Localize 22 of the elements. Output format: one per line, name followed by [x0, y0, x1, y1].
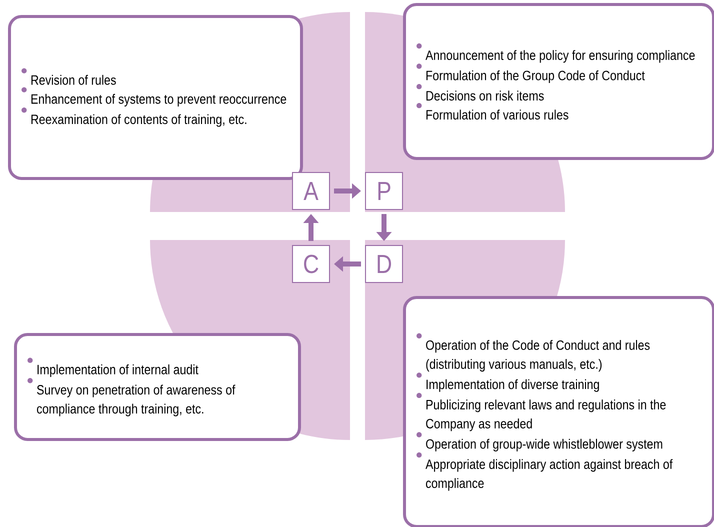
bullet-item: Reexamination of contents of training, etc.	[22, 108, 246, 127]
bullet-item: Operation of the Code of Conduct and rules (distributing various manuals, etc.)	[416, 333, 650, 372]
bullet-list-box	[403, 296, 714, 527]
bullet-list-box	[8, 14, 303, 180]
bullet-item: Appropriate disciplinary action against breach of compliance	[416, 452, 673, 491]
bullet-item: Publicizing relevant laws and regulations in the Company as needed	[416, 392, 666, 432]
bullet-item: Enhancement of systems to prevent reoccurrence	[22, 87, 286, 106]
bullet-item: Decisions on risk items	[416, 84, 544, 101]
letter-box: A	[292, 172, 330, 210]
bullet-item: Implementation of internal audit	[28, 358, 198, 377]
bullet-item: Formulation of the Group Code of Conduct	[416, 64, 645, 83]
bullet-list-box	[403, 3, 714, 160]
bullet-item: Operation of group-wide whistleblower system	[416, 432, 662, 452]
bullet-item: Survey on penetration of awareness of compliance through training, etc.	[28, 378, 236, 416]
bullet-item: Implementation of diverse training	[416, 372, 599, 392]
bullet-item: Formulation of various rules	[416, 102, 568, 120]
letter-box: C	[292, 245, 330, 283]
bullet-item: Announcement of the policy for ensuring compliance	[416, 43, 695, 63]
letter-box: P	[365, 172, 403, 210]
bullet-list-box	[14, 333, 301, 441]
letter-box: D	[365, 245, 403, 283]
bullet-item: Revision of rules	[22, 68, 116, 85]
